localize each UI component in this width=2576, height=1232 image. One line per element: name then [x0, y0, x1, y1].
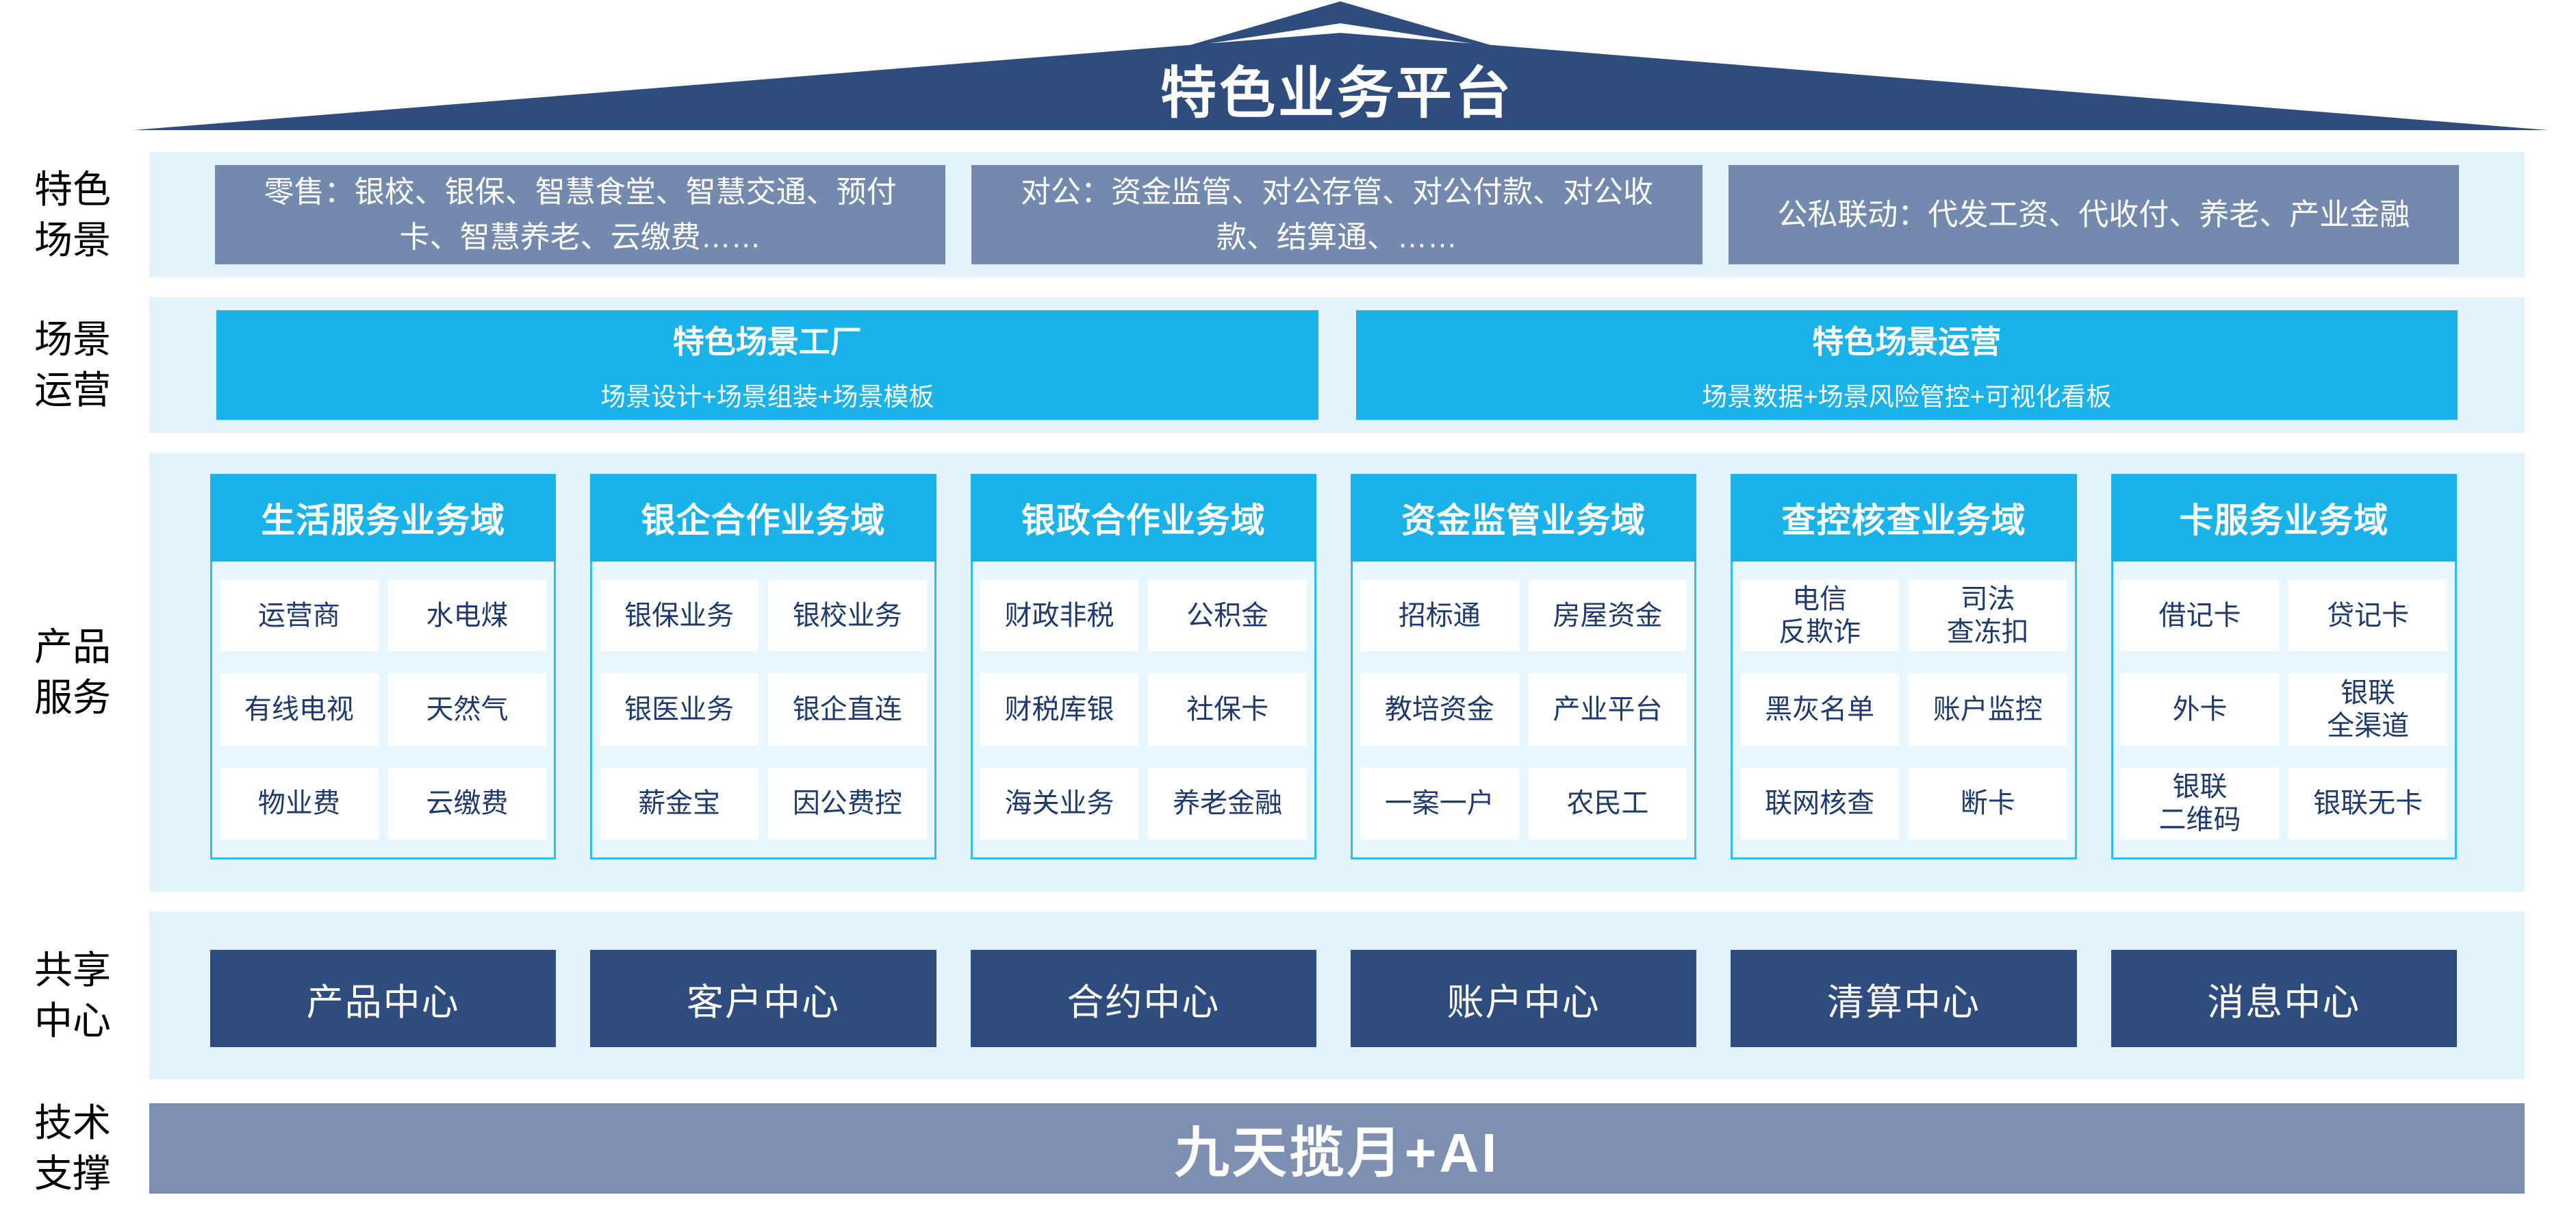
domain-cell: 有线电视: [220, 673, 379, 746]
domain-cell: 招标通: [1360, 579, 1519, 652]
domain-body: 财政非税 公积金 财税库银 社保卡 海关业务 养老金融: [970, 562, 1316, 859]
domain-column-bank-enterprise: 银企合作业务域 银保业务 银校业务 银医业务 银企直连 薪金宝 因公费控: [590, 474, 936, 859]
domain-body: 电信 反欺诈 司法 查冻扣 黑灰名单 账户监控 联网核查 断卡: [1731, 562, 2077, 859]
row-label-sharing: 共享 中心: [34, 948, 111, 1042]
center-box-product: 产品中心: [210, 950, 557, 1047]
domain-header: 银政合作业务域: [970, 474, 1316, 562]
center-box-contract: 合约中心: [970, 950, 1316, 1047]
domain-header: 资金监管业务域: [1350, 474, 1697, 562]
operation-box-subtitle: 场景设计+场景组装+场景模板: [600, 383, 934, 411]
center-box-clearing: 清算中心: [1731, 950, 2077, 1047]
scene-box-public-private: 公私联动：代发工资、代收付、养老、产业金融: [1728, 165, 2459, 264]
domain-column-fund-supervision: 资金监管业务域 招标通 房屋资金 教培资金 产业平台 一案一户 农民工: [1350, 474, 1697, 859]
domain-cell: 财政非税: [980, 579, 1139, 652]
row-label-operation: 场景 运营: [34, 318, 111, 412]
domain-cell: 银医业务: [600, 673, 758, 746]
domain-cell: 联网核查: [1740, 767, 1899, 840]
roof-shape: [133, 1, 2548, 130]
domain-cell: 银联无卡: [2288, 767, 2447, 840]
domain-cell: 电信 反欺诈: [1740, 579, 1899, 652]
domain-cell: 银联 二维码: [2120, 767, 2280, 840]
domain-cell: 社保卡: [1148, 673, 1307, 746]
domain-cell: 物业费: [220, 767, 379, 840]
domain-cell: 公积金: [1148, 579, 1307, 652]
domain-cell: 账户监控: [1908, 673, 2067, 746]
domain-cell: 一案一户: [1360, 767, 1519, 840]
product-row-panel: 生活服务业务域 运营商 水电煤 有线电视 天然气 物业费 云缴费 银企合作业务域…: [149, 453, 2525, 892]
domain-column-life-services: 生活服务业务域 运营商 水电煤 有线电视 天然气 物业费 云缴费: [210, 474, 557, 859]
domain-cell: 银联 全渠道: [2288, 673, 2447, 746]
domain-cell: 银校业务: [767, 579, 927, 652]
domain-cell: 养老金融: [1148, 767, 1307, 840]
domain-cell: 银保业务: [600, 579, 758, 652]
domain-column-inquiry-control: 查控核查业务域 电信 反欺诈 司法 查冻扣 黑灰名单 账户监控 联网核查 断卡: [1731, 474, 2077, 859]
row-label-products: 产品 服务: [34, 625, 111, 719]
operation-box-title: 特色场景工厂: [672, 324, 862, 360]
domain-cell: 农民工: [1528, 767, 1687, 840]
domain-header: 银企合作业务域: [590, 474, 936, 562]
domain-header: 卡服务业务域: [2110, 474, 2457, 562]
row-label-tech: 技术 支撑: [34, 1101, 111, 1195]
domain-cell: 借记卡: [2120, 579, 2280, 652]
domain-cell: 产业平台: [1528, 673, 1687, 746]
domain-body: 借记卡 贷记卡 外卡 银联 全渠道 银联 二维码 银联无卡: [2110, 562, 2457, 859]
sharing-row-panel: 产品中心 客户中心 合约中心 账户中心 清算中心 消息中心: [149, 912, 2525, 1079]
domain-body: 银保业务 银校业务 银医业务 银企直连 薪金宝 因公费控: [590, 562, 936, 859]
domain-body: 运营商 水电煤 有线电视 天然气 物业费 云缴费: [210, 562, 557, 859]
domain-column-bank-government: 银政合作业务域 财政非税 公积金 财税库银 社保卡 海关业务 养老金融: [970, 474, 1316, 859]
operation-box-scene-factory: 特色场景工厂 场景设计+场景组装+场景模板: [216, 310, 1318, 420]
operation-box-subtitle: 场景数据+场景风险管控+可视化看板: [1702, 383, 2112, 411]
domain-cell: 房屋资金: [1528, 579, 1687, 652]
center-box-customer: 客户中心: [590, 950, 936, 1047]
roof-cap-ribbon: [1180, 1, 1501, 48]
domain-cell: 教培资金: [1360, 673, 1519, 746]
domain-cell: 运营商: [220, 579, 379, 652]
scene-box-corporate: 对公：资金监管、对公存管、对公付款、对公收款、结算通、……: [971, 165, 1703, 264]
domain-body: 招标通 房屋资金 教培资金 产业平台 一案一户 农民工: [1350, 562, 1697, 859]
domain-header: 生活服务业务域: [210, 474, 557, 562]
domain-cell: 银企直连: [767, 673, 927, 746]
operation-box-title: 特色场景运营: [1812, 324, 2002, 360]
domain-column-card-services: 卡服务业务域 借记卡 贷记卡 外卡 银联 全渠道 银联 二维码 银联无卡: [2110, 474, 2457, 859]
domain-cell: 水电煤: [387, 579, 547, 652]
domain-header: 查控核查业务域: [1731, 474, 2077, 562]
domain-cell: 司法 查冻扣: [1908, 579, 2067, 652]
domain-cell: 贷记卡: [2288, 579, 2447, 652]
domain-cell: 海关业务: [980, 767, 1139, 840]
scene-row-panel: 零售：银校、银保、智慧食堂、智慧交通、预付卡、智慧养老、云缴费…… 对公：资金监…: [149, 152, 2525, 277]
center-box-message: 消息中心: [2110, 950, 2457, 1047]
page-title: 特色业务平台: [1160, 62, 1514, 125]
operation-row-panel: 特色场景工厂 场景设计+场景组装+场景模板 特色场景运营 场景数据+场景风险管控…: [149, 297, 2525, 433]
domain-cell: 断卡: [1908, 767, 2067, 840]
center-box-account: 账户中心: [1350, 950, 1697, 1047]
domain-cell: 云缴费: [387, 767, 547, 840]
domain-cell: 黑灰名单: [1740, 673, 1899, 746]
domain-cell: 天然气: [387, 673, 547, 746]
tech-support-bar: 九天揽月+AI: [149, 1103, 2525, 1194]
domain-cell: 财税库银: [980, 673, 1139, 746]
roof-main-triangle: [133, 33, 2548, 130]
operation-box-scene-operation: 特色场景运营 场景数据+场景风险管控+可视化看板: [1355, 310, 2458, 420]
scene-box-retail: 零售：银校、银保、智慧食堂、智慧交通、预付卡、智慧养老、云缴费……: [215, 165, 946, 264]
row-label-scenes: 特色 场景: [34, 167, 111, 262]
domain-cell: 薪金宝: [600, 767, 758, 840]
domain-cell: 外卡: [2120, 673, 2280, 746]
domain-cell: 因公费控: [767, 767, 927, 840]
